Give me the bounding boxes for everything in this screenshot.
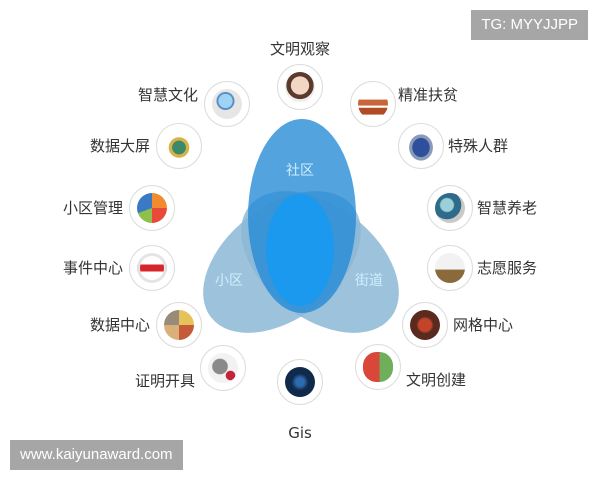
- globe-icon: [164, 131, 194, 161]
- module-label-xiaoqu-guanli[interactable]: 小区管理: [62, 199, 123, 217]
- first-aid-kit-icon: [137, 253, 167, 283]
- module-shuju-zhongxin[interactable]: [156, 302, 202, 348]
- module-label-gis[interactable]: Gis: [288, 424, 312, 442]
- module-label-zhiyuan-fuwu[interactable]: 志愿服务: [477, 259, 538, 277]
- watermark-top-right: TG: MYYJJPP: [471, 10, 588, 40]
- module-shijian-zhongxin[interactable]: [129, 245, 175, 291]
- module-xiaoqu-guanli[interactable]: [129, 185, 175, 231]
- module-label-shijian-zhongxin[interactable]: 事件中心: [62, 259, 123, 277]
- module-label-jingzhun-fupin[interactable]: 精准扶贫: [398, 86, 459, 104]
- module-shuju-daping[interactable]: [156, 123, 202, 169]
- venn-center-overlap: [266, 194, 334, 306]
- module-zhengming-kaiju[interactable]: [200, 345, 246, 391]
- gift-question-icon: [208, 353, 238, 383]
- module-label-zhengming-kaiju[interactable]: 证明开具: [134, 372, 195, 390]
- module-label-wenming-chuangjian[interactable]: 文明创建: [406, 371, 467, 389]
- venn-label-jiedao: 街道: [355, 273, 383, 289]
- module-jingzhun-fupin[interactable]: [350, 81, 396, 127]
- module-label-shuju-zhongxin[interactable]: 数据中心: [89, 316, 150, 334]
- building-photo-icon: [410, 310, 440, 340]
- traffic-cone-icon: [358, 89, 388, 119]
- red-green-heads-icon: [363, 352, 393, 382]
- module-label-zhihui-yanglao[interactable]: 智慧养老: [477, 199, 538, 217]
- photo-collage-icon: [164, 310, 194, 340]
- module-teshu-renqun[interactable]: [398, 123, 444, 169]
- module-wenming-guancha[interactable]: [277, 64, 323, 110]
- landscape-photo-icon: [435, 193, 465, 223]
- module-zhiyuan-fuwu[interactable]: [427, 245, 473, 291]
- venn-label-xiaoqu: 小区: [215, 273, 243, 289]
- module-wenming-chuangjian[interactable]: [355, 344, 401, 390]
- module-zhihui-yanglao[interactable]: [427, 185, 473, 231]
- watermark-bottom-left: www.kaiyunaward.com: [10, 440, 183, 470]
- colorful-blocks-icon: [137, 193, 167, 223]
- module-gis[interactable]: [277, 359, 323, 405]
- module-wangge-zhongxin[interactable]: [402, 302, 448, 348]
- module-zhihui-wenhua[interactable]: [204, 81, 250, 127]
- venn-label-shequ: 社区: [286, 163, 314, 179]
- portrait-photo-icon: [285, 72, 315, 102]
- module-label-zhihui-wenhua[interactable]: 智慧文化: [137, 86, 198, 104]
- vehicle-icon: [406, 131, 436, 161]
- module-label-wangge-zhongxin[interactable]: 网格中心: [453, 316, 514, 334]
- wind-turbine-icon: [435, 253, 465, 283]
- module-label-teshu-renqun[interactable]: 特殊人群: [448, 137, 509, 155]
- magnifier-document-icon: [212, 89, 242, 119]
- module-label-shuju-daping[interactable]: 数据大屏: [89, 137, 150, 155]
- network-map-icon: [285, 367, 315, 397]
- module-label-wenming-guancha[interactable]: 文明观察: [269, 40, 331, 58]
